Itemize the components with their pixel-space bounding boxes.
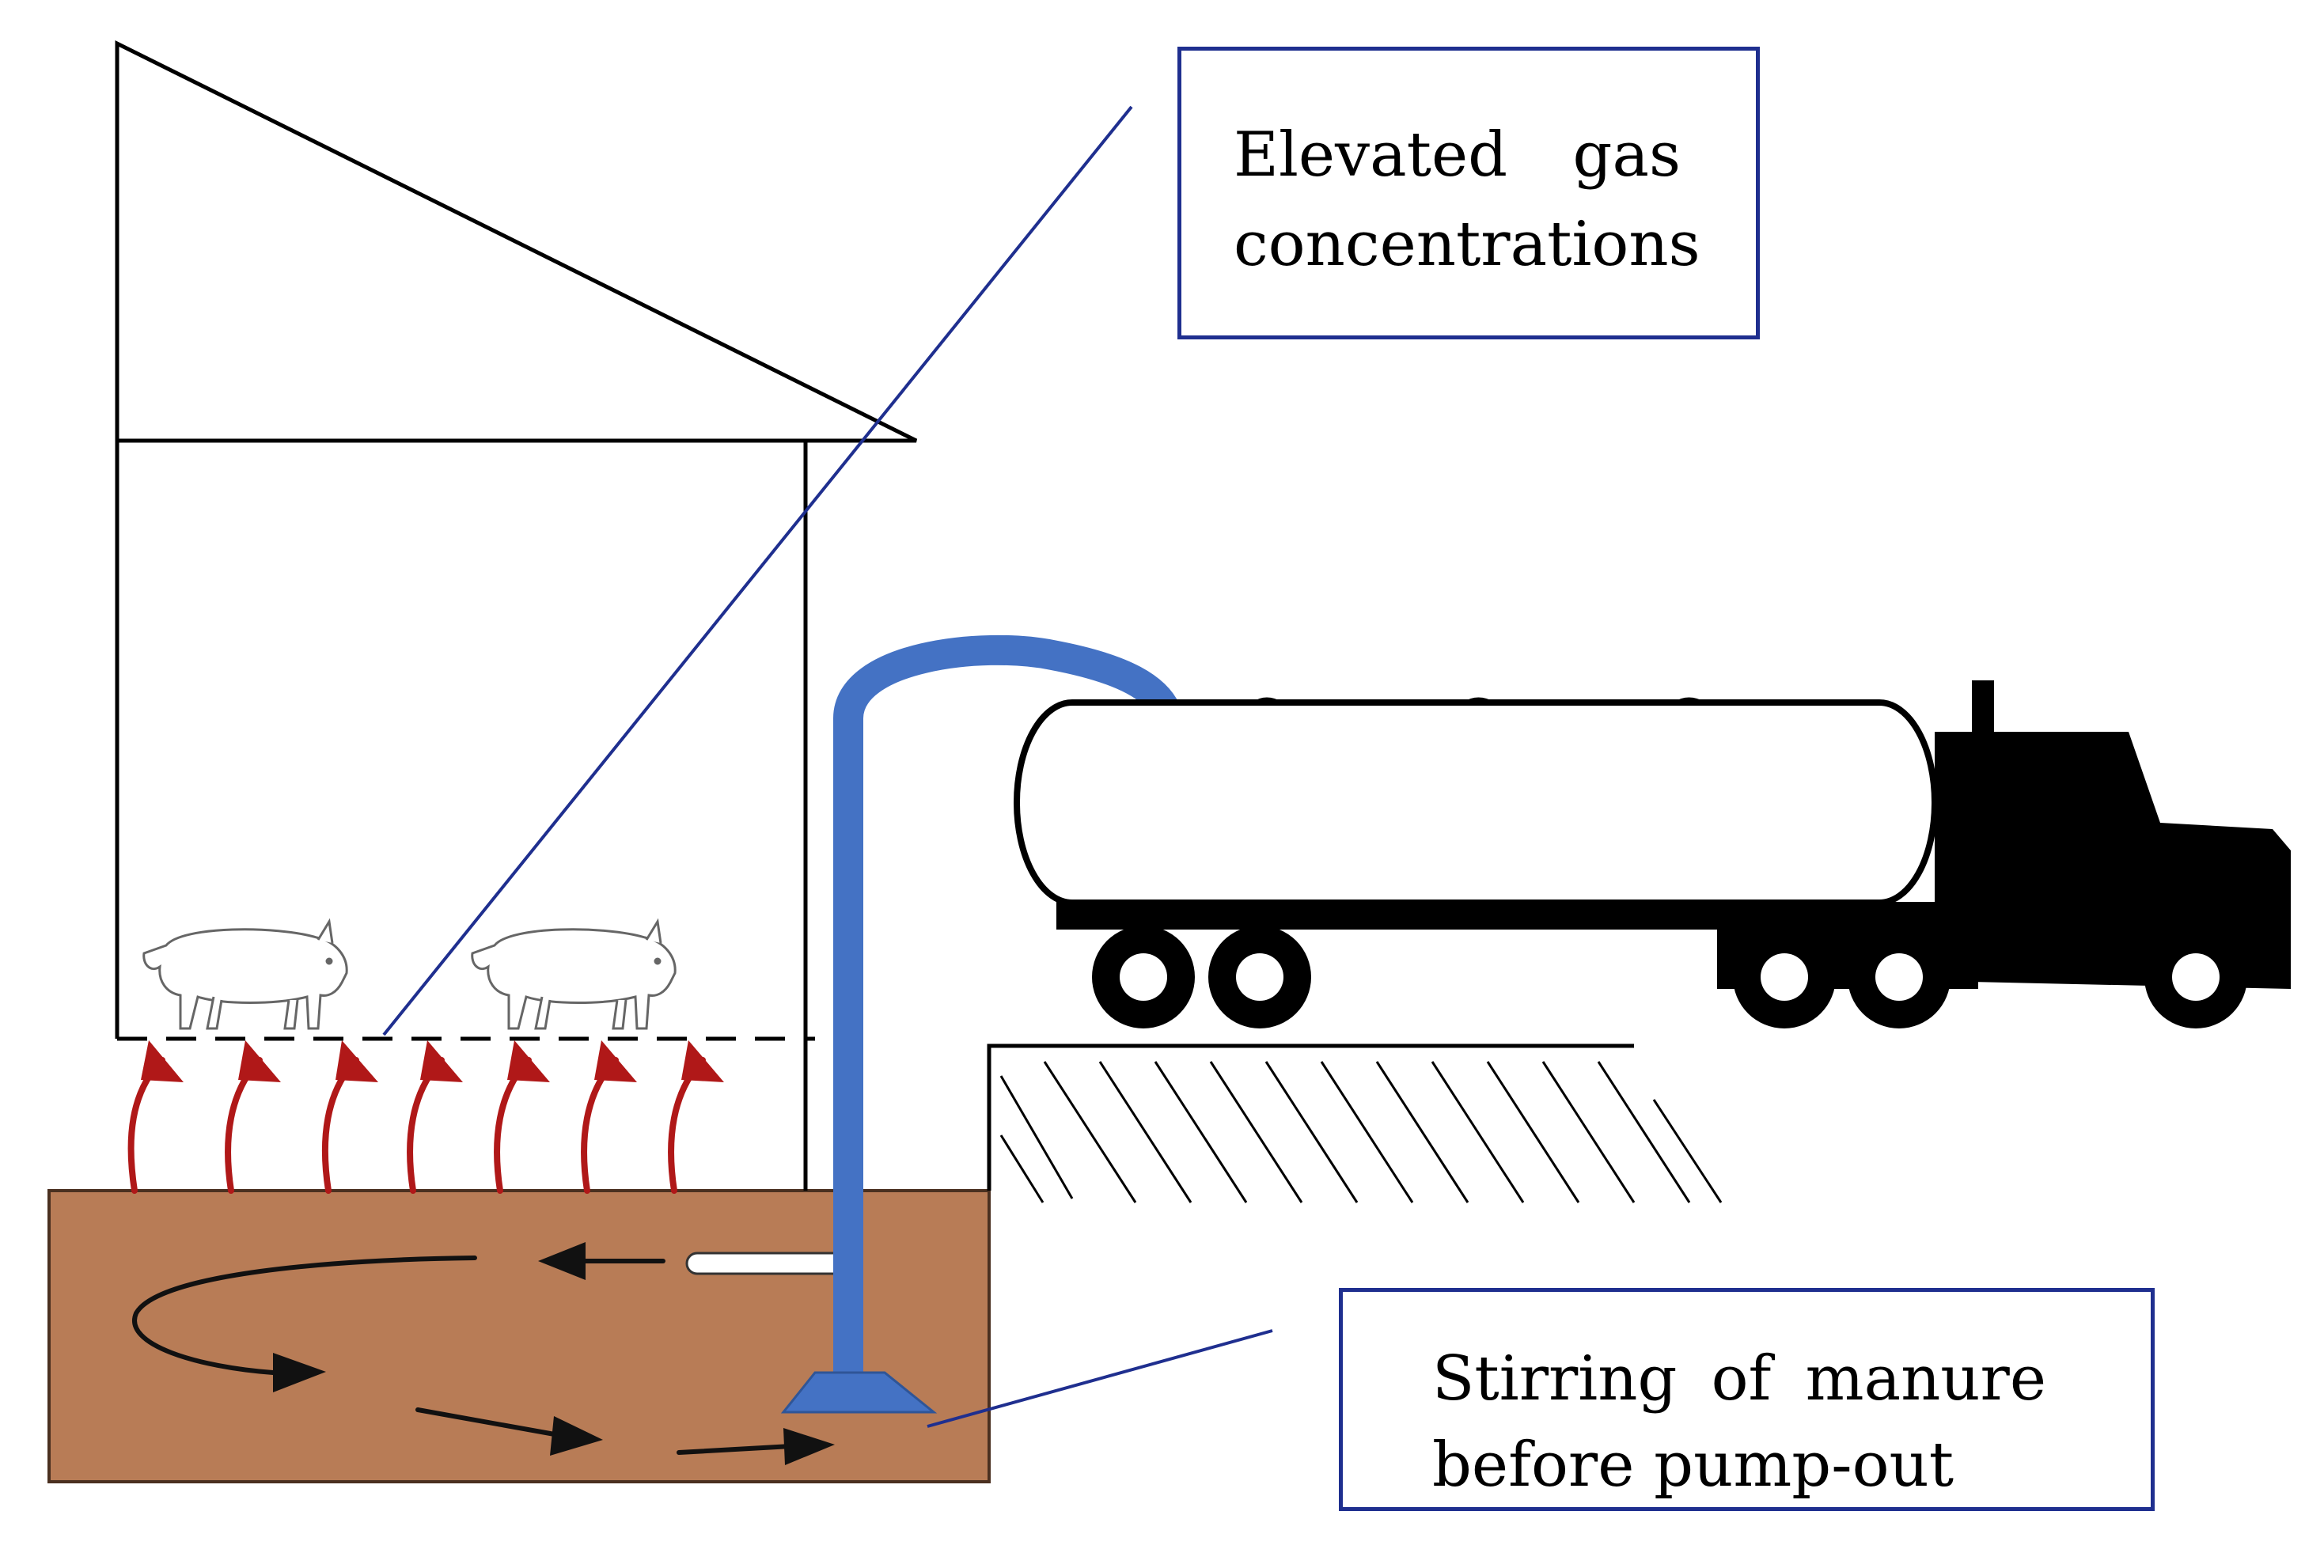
rising-gas-arrow-icon	[127, 1040, 184, 1194]
tank-hatch	[1252, 697, 1283, 703]
pig-icon	[142, 918, 348, 1030]
stirring-nozzle	[685, 1252, 851, 1275]
rising-gas-arrow-icon	[668, 1040, 724, 1194]
tank-body	[1014, 699, 1938, 906]
tanker-truck-icon	[1014, 680, 2291, 1028]
barn-roof	[115, 40, 918, 1039]
manure-flow-arrows	[132, 1242, 835, 1465]
flow-arrow-icon	[273, 1353, 326, 1392]
barn-building	[115, 40, 918, 1191]
tank-hatch	[1673, 697, 1706, 703]
circulation-curve	[132, 1256, 477, 1375]
pump-pipe-body	[833, 634, 1183, 1373]
stirring-callout-leader	[927, 1329, 1273, 1428]
rising-gas-arrow-icon	[321, 1040, 378, 1194]
manure-pit	[47, 1189, 991, 1483]
ground-surface	[987, 1043, 1634, 1191]
ground-hatching	[999, 1061, 1723, 1203]
rising-gas-arrow-icon	[581, 1040, 637, 1194]
gas-callout-box: Elevated gas concentrations	[1177, 47, 1760, 339]
gas-callout-leader	[382, 105, 1133, 1036]
rising-gas-arrow-icon	[225, 1040, 281, 1194]
gas-callout-text: Elevated gas concentrations	[1234, 119, 1700, 281]
truck-hubs	[1120, 953, 2220, 1001]
rising-gas-arrow-icon	[494, 1040, 550, 1194]
flow-arrow-icon	[677, 1444, 794, 1455]
flow-arrow-icon	[783, 1428, 835, 1465]
pig-icon	[471, 918, 677, 1030]
truck-cab	[1935, 732, 2291, 989]
rising-gas-arrow-icon	[407, 1040, 463, 1194]
flow-arrow-icon	[415, 1407, 566, 1438]
flow-arrow-icon	[550, 1416, 603, 1456]
pump-intake-foot	[780, 1371, 938, 1414]
flow-arrow-icon	[538, 1242, 586, 1280]
stirring-callout-text: Stirring of manure before pump-out	[1432, 1343, 2046, 1502]
gas-emission-arrows	[127, 1040, 724, 1194]
tank-hatch	[1462, 697, 1496, 703]
stirring-callout-box: Stirring of manure before pump-out	[1339, 1288, 2155, 1511]
ground-embankment	[987, 1043, 1723, 1203]
